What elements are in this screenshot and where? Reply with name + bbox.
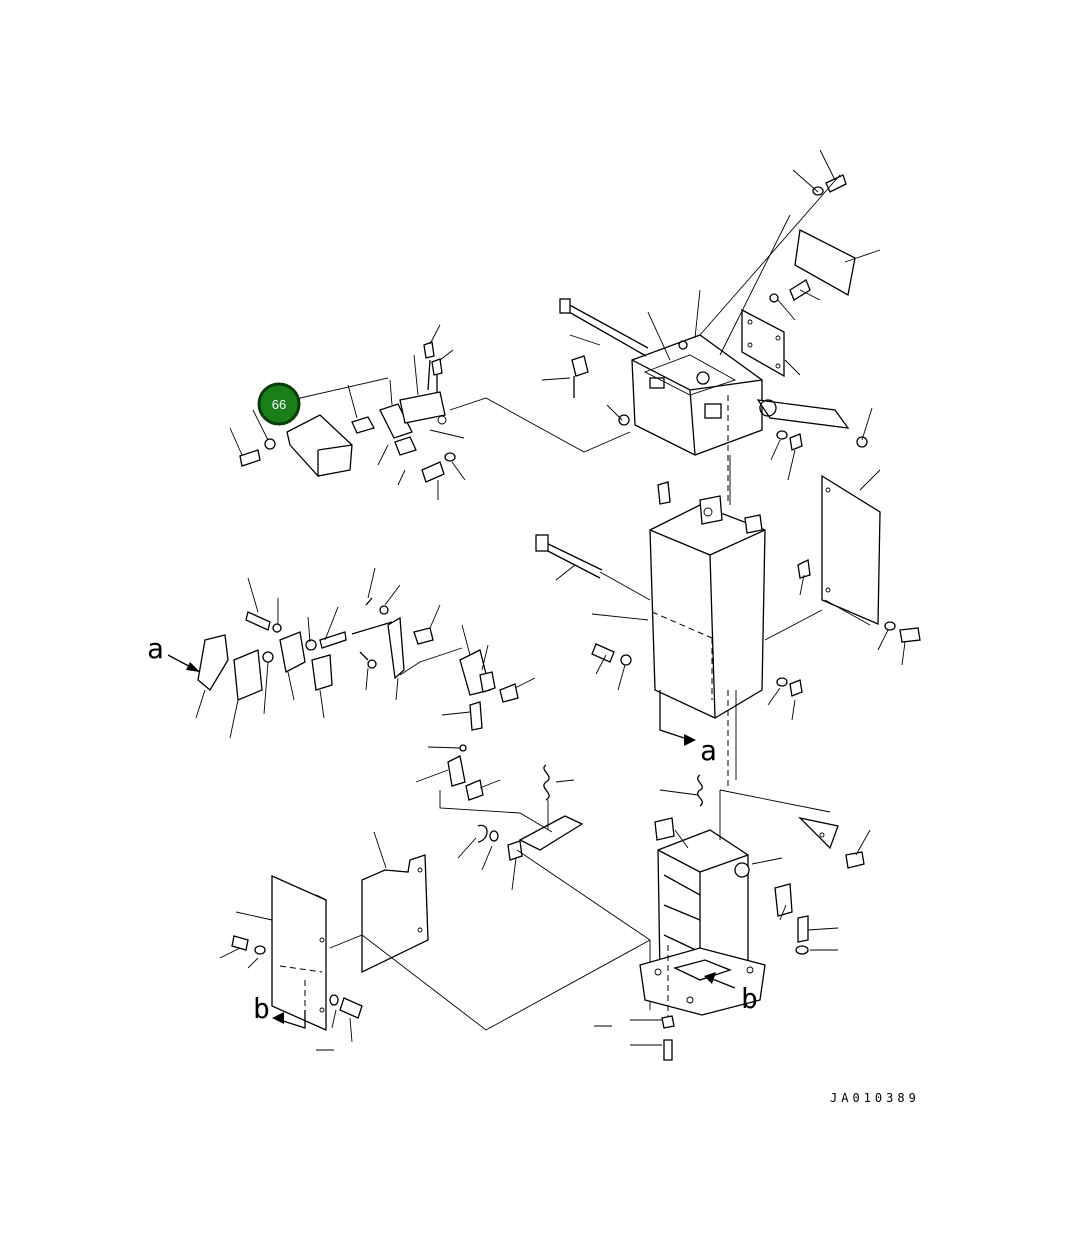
cover-plates xyxy=(219,831,651,1051)
linkage-assembly xyxy=(167,567,536,739)
callout-badge[interactable]: 66 xyxy=(257,382,301,426)
spring-group xyxy=(415,701,651,1010)
valve-assembly xyxy=(229,324,631,500)
head-assembly xyxy=(541,149,881,481)
view-mark-a-left: a xyxy=(147,632,164,665)
view-mark-a-right: a xyxy=(700,734,717,767)
view-mark-b-left: b xyxy=(253,992,270,1025)
drawing-code: JA010389 xyxy=(830,1091,920,1105)
pedestal-assembly xyxy=(630,774,871,1061)
column-housing xyxy=(535,395,921,790)
view-mark-b-right: b xyxy=(741,982,758,1015)
callout-badge-label: 66 xyxy=(272,397,286,412)
